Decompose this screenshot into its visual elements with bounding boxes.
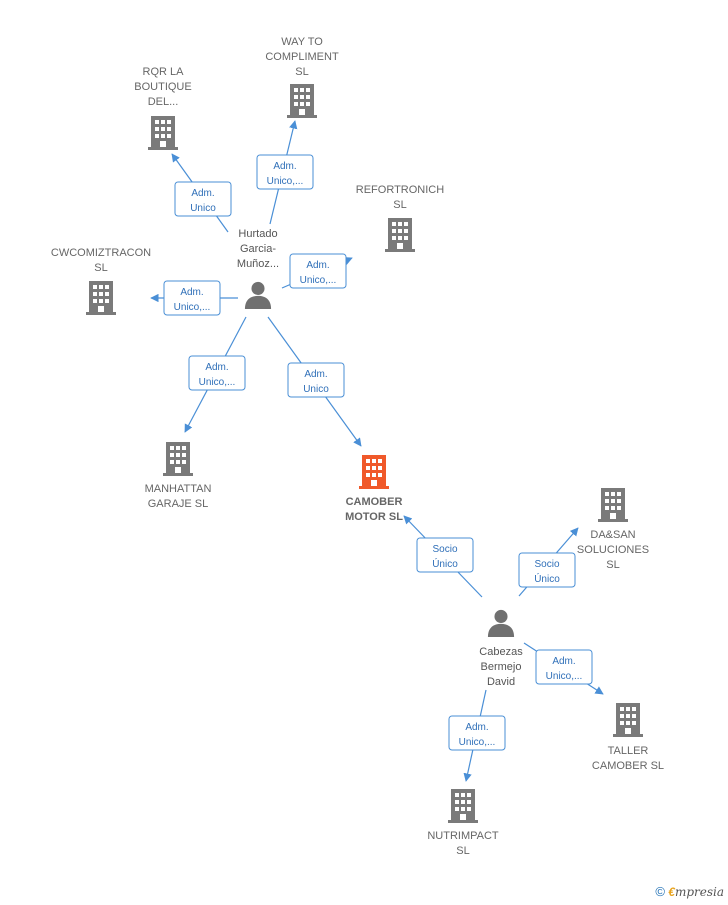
refor-label-line: REFORTRONICH (356, 184, 444, 196)
building-icon (385, 218, 415, 252)
cabezas-label-line: Cabezas (479, 646, 523, 658)
edge-label-line: Socio (432, 544, 457, 555)
company-node-nutri[interactable]: NUTRIMPACT SL (427, 789, 499, 857)
building-icon (448, 789, 478, 823)
manhattan-label-line: MANHATTAN (145, 483, 212, 495)
taller-label-line: TALLER (608, 745, 649, 757)
hurtado-label-line: Muñoz... (237, 258, 279, 270)
edge-label-line: Unico,... (174, 302, 211, 313)
company-node-way[interactable]: WAY TO COMPLIMENT SL (265, 36, 339, 118)
edge-label-line: Unico,... (199, 377, 236, 388)
edge-label-box (518, 552, 576, 588)
edge-label-box (174, 181, 232, 217)
edge-label-line: Unico (190, 203, 216, 214)
manhattan-label-line: GARAJE SL (148, 498, 209, 510)
person-icon (487, 609, 515, 637)
edge-label-line: Único (534, 572, 560, 585)
person-icon (244, 281, 272, 309)
cwco-label-line: SL (94, 262, 107, 274)
edges-layer (150, 120, 604, 782)
rqr-label-line: DEL... (148, 96, 179, 108)
way-label-line: SL (295, 66, 308, 78)
edge-label-hurtado-way[interactable]: Adm. Unico,... (256, 154, 314, 190)
edge-labels-layer: Adm.UnicoAdm.Unico,...Adm.Unico,...Adm.U… (163, 154, 593, 751)
edge-label-box (188, 355, 246, 391)
building-icon (163, 442, 193, 476)
edge-label-line: Socio (534, 559, 559, 570)
edge-label-line: Unico,... (267, 176, 304, 187)
company-node-cwco[interactable]: CWCOMIZTRACON SL (51, 247, 151, 315)
company-node-refor[interactable]: REFORTRONICH SL (356, 184, 444, 252)
refor-label-line: SL (393, 199, 406, 211)
edge-label-hurtado-refor[interactable]: Adm. Unico,... (289, 253, 347, 289)
edge-label-line: Unico,... (300, 275, 337, 286)
way-label-line: WAY TO (281, 36, 323, 48)
cabezas-label-line: Bermejo (481, 661, 522, 673)
edge-label-line: Adm. (306, 260, 329, 271)
building-icon (86, 281, 116, 315)
camober-label-line: CAMOBER (346, 496, 403, 508)
edge-label-box (535, 649, 593, 685)
edge-label-line: Adm. (465, 722, 488, 733)
company-node-dasan[interactable]: DA&SAN SOLUCIONES SL (577, 488, 649, 571)
building-icon (359, 455, 389, 489)
copyright-icon: © (655, 884, 665, 899)
rqr-label-line: RQR LA (143, 66, 185, 78)
edge-label-box (416, 537, 474, 573)
dasan-label-line: SOLUCIONES (577, 544, 649, 556)
nutri-label-line: NUTRIMPACT (427, 830, 499, 842)
edge-label-hurtado-cwco[interactable]: Adm. Unico,... (163, 280, 221, 316)
company-node-rqr[interactable]: RQR LA BOUTIQUE DEL... (134, 66, 192, 150)
rqr-label-line: BOUTIQUE (134, 81, 191, 93)
edge-label-line: Adm. (304, 369, 327, 380)
dasan-label-line: DA&SAN (590, 529, 635, 541)
building-icon (148, 116, 178, 150)
brand-name: mpresia (674, 885, 724, 899)
building-icon (613, 703, 643, 737)
dasan-label-line: SL (606, 559, 619, 571)
edge-label-line: Unico,... (459, 737, 496, 748)
edge-label-box (163, 280, 221, 316)
edge-label-box (448, 715, 506, 751)
edge-label-cabezas-taller[interactable]: Adm. Unico,... (535, 649, 593, 685)
brand-logo-letter: € (668, 885, 675, 899)
edge-label-line: Unico (303, 384, 329, 395)
edge-label-box (289, 253, 347, 289)
edge-label-line: Adm. (180, 287, 203, 298)
cwco-label-line: CWCOMIZTRACON (51, 247, 151, 259)
edge-label-line: Adm. (191, 188, 214, 199)
company-node-manhattan[interactable]: MANHATTAN GARAJE SL (145, 442, 212, 510)
hurtado-label-line: Hurtado (238, 228, 277, 240)
building-icon (598, 488, 628, 522)
edge-label-cabezas-nutri[interactable]: Adm. Unico,... (448, 715, 506, 751)
edge-label-hurtado-rqr[interactable]: Adm. Unico (174, 181, 232, 217)
edge-label-line: Único (432, 557, 458, 570)
edge-label-line: Adm. (552, 656, 575, 667)
edge-label-hurtado-camober[interactable]: Adm. Unico (287, 362, 345, 398)
cabezas-label-line: David (487, 676, 515, 688)
edge-label-box (256, 154, 314, 190)
nutri-label-line: SL (456, 845, 469, 857)
hurtado-label-line: Garcia- (240, 243, 276, 255)
edge-label-line: Adm. (273, 161, 296, 172)
company-node-camober[interactable]: CAMOBER MOTOR SL (345, 455, 403, 523)
edge-label-box (287, 362, 345, 398)
camober-label-line: MOTOR SL (345, 511, 403, 523)
taller-label-line: CAMOBER SL (592, 760, 664, 772)
company-node-taller[interactable]: TALLER CAMOBER SL (592, 703, 664, 772)
footer-brand: © €mpresia (655, 884, 724, 899)
edge-label-line: Adm. (205, 362, 228, 373)
way-label-line: COMPLIMENT (265, 51, 339, 63)
edge-label-hurtado-manhattan[interactable]: Adm. Unico,... (188, 355, 246, 391)
edge-label-line: Unico,... (546, 671, 583, 682)
building-icon (287, 84, 317, 118)
